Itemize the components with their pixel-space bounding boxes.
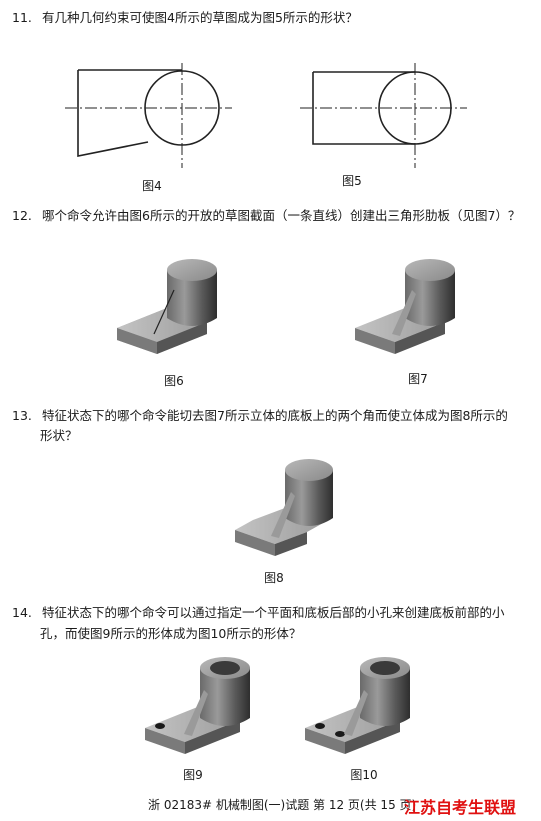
- question-text: 特征状态下的哪个命令能切去图7所示立体的底板上的两个角而使立体成为图8所示的: [41, 408, 508, 423]
- question-13: 13. 特征状态下的哪个命令能切去图7所示立体的底板上的两个角而使立体成为图8所…: [12, 406, 508, 426]
- question-11: 11. 有几种几何约束可使图4所示的草图成为图5所示的形状？: [12, 8, 358, 28]
- question-number: 12.: [12, 208, 32, 223]
- figure-4-sketch: [65, 63, 232, 168]
- figure-5-sketch: [300, 63, 467, 168]
- figure-4-caption: 图4: [142, 179, 162, 193]
- question-14-continued: 孔，而使图9所示的形体成为图10所示的形体？: [40, 626, 302, 641]
- question-text: 特征状态下的哪个命令可以通过指定一个平面和底板后部的小孔来创建底板前部的小: [41, 605, 505, 620]
- figure-10-part: [305, 657, 410, 754]
- watermark: 江苏自考生联盟: [404, 798, 517, 817]
- question-number: 11.: [12, 10, 32, 25]
- figure-10-caption: 图10: [350, 768, 378, 782]
- question-12: 12. 哪个命令允许由图6所示的开放的草图截面（一条直线）创建出三角形肋板（见图…: [12, 206, 520, 226]
- figure-9-part: [145, 657, 250, 754]
- figure-6-part: [117, 259, 217, 354]
- question-number: 13.: [12, 408, 32, 423]
- figure-8-caption: 图8: [264, 571, 284, 585]
- question-13-continued: 形状？: [40, 428, 78, 443]
- figure-5-caption: 图5: [342, 174, 362, 188]
- figure-6-caption: 图6: [164, 374, 184, 388]
- question-text: 有几种几何约束可使图4所示的草图成为图5所示的形状？: [41, 10, 358, 25]
- figure-8-part: [235, 459, 333, 556]
- question-number: 14.: [12, 605, 32, 620]
- figure-7-caption: 图7: [408, 372, 428, 386]
- figure-9-caption: 图9: [183, 768, 203, 782]
- figure-7-part: [355, 259, 455, 354]
- question-14: 14. 特征状态下的哪个命令可以通过指定一个平面和底板后部的小孔来创建底板前部的…: [12, 603, 505, 623]
- page-footer: 浙 02183# 机械制图(一)试题 第 12 页(共 15 页): [148, 798, 417, 812]
- question-text: 哪个命令允许由图6所示的开放的草图截面（一条直线）创建出三角形肋板（见图7）？: [41, 208, 521, 223]
